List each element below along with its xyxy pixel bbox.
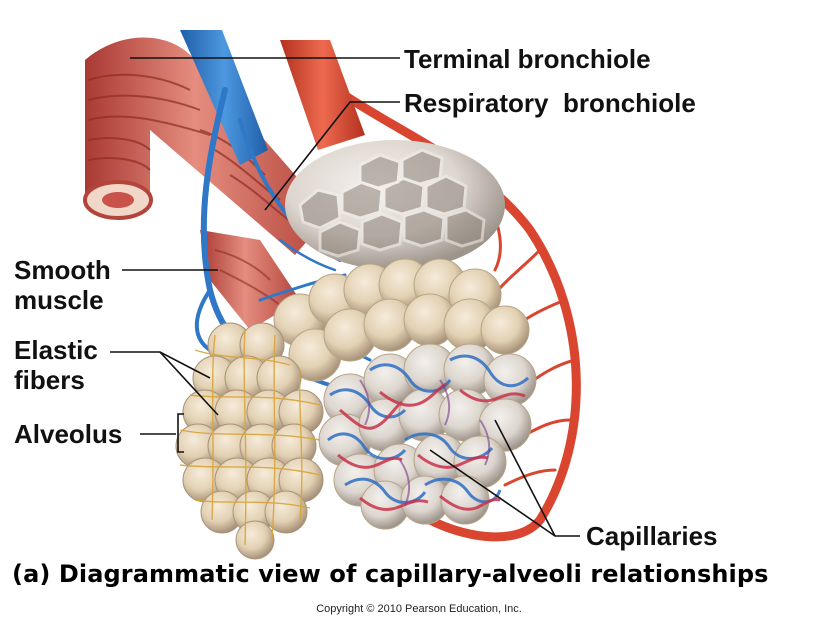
capillary-covered-alveoli — [318, 343, 537, 530]
pulmonary-artery — [280, 40, 365, 150]
label-capillaries: Capillaries — [586, 521, 718, 551]
respiratory-bronchiole — [200, 230, 300, 330]
label-smooth-muscle: Smooth muscle — [14, 255, 111, 315]
artery-loop — [295, 55, 581, 542]
label-respiratory-bronchiole: Respiratory bronchiole — [404, 88, 696, 118]
figure-caption: (a) Diagrammatic view of capillary-alveo… — [12, 560, 769, 588]
leader-elastic-fibers-2 — [159, 351, 219, 416]
leader-lines — [110, 57, 580, 537]
label-smooth-muscle-line2: muscle — [14, 285, 104, 315]
leader-alveolus-bracket — [177, 413, 184, 453]
terminal-bronchiole — [83, 37, 330, 255]
alveolar-cluster-middle — [273, 258, 530, 382]
label-smooth-muscle-line1: Smooth — [14, 255, 111, 285]
label-respiratory-bronchiole-text: Respiratory bronchiole — [404, 88, 696, 118]
label-alveolus: Alveolus — [14, 419, 123, 449]
leader-respiratory-bronchiole — [264, 101, 400, 211]
label-terminal-bronchiole: Terminal bronchiole — [404, 44, 651, 74]
alveolar-sac-cutaway — [285, 140, 505, 270]
label-elastic-fibers-line1: Elastic — [14, 335, 98, 365]
copyright-notice: Copyright © 2010 Pearson Education, Inc. — [316, 603, 522, 615]
elastic-fibers-strands — [179, 329, 321, 546]
label-elastic-fibers-line2: fibers — [14, 365, 85, 395]
label-elastic-fibers: Elastic fibers — [14, 335, 98, 395]
leader-capillaries-2 — [494, 419, 556, 537]
alveolar-sac-elastic — [175, 322, 324, 560]
